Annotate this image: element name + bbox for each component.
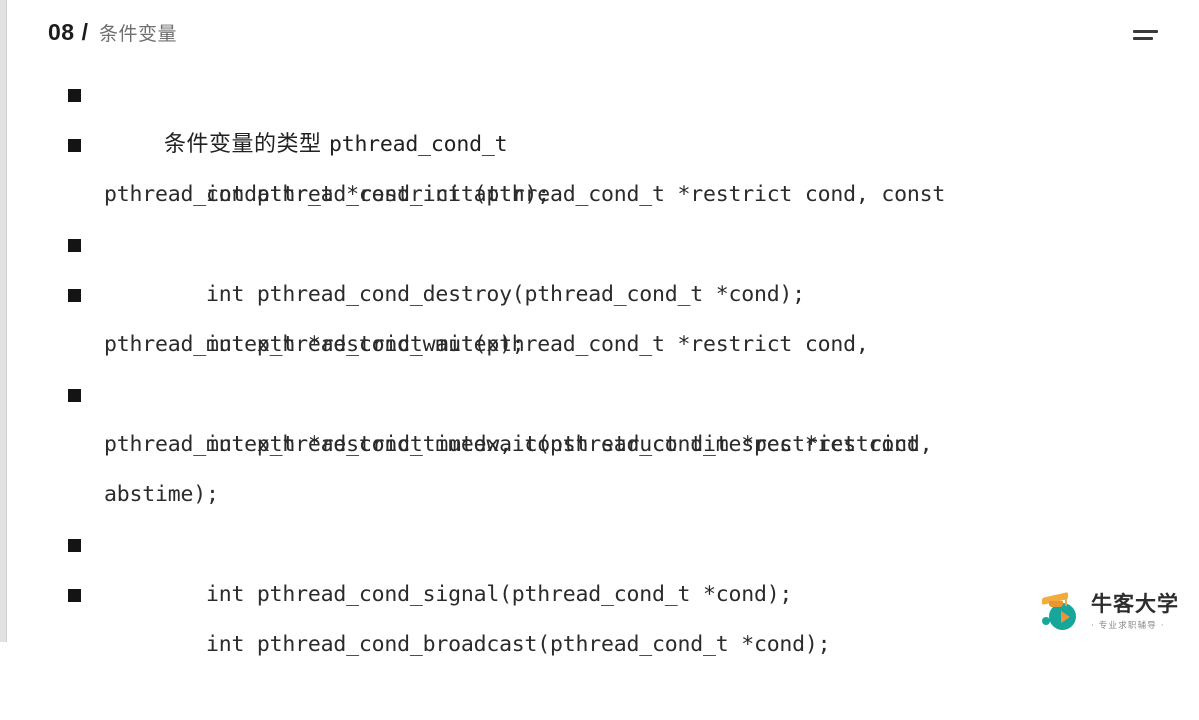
bullet-line: 条件变量的类型 pthread_cond_t (0, 70, 1199, 157)
square-bullet-icon (68, 289, 81, 302)
bullet-line: int pthread_cond_init(pthread_cond_t *re… (0, 120, 1199, 207)
bullet-continuation-line: pthread_condattr_t *restrict attr); (104, 182, 551, 207)
bullet-text: int pthread_cond_wait(pthread_cond_t *re… (205, 332, 869, 357)
bullet-list: 条件变量的类型 pthread_cond_t int pthread_cond_… (0, 70, 1199, 657)
bullet-text: int pthread_cond_broadcast(pthread_cond_… (205, 632, 831, 657)
list-item: 条件变量的类型 pthread_cond_t (0, 70, 1199, 157)
list-item: int pthread_cond_timedwait(pthread_cond_… (0, 370, 1199, 520)
square-bullet-icon (68, 539, 81, 552)
list-item: int pthread_cond_wait(pthread_cond_t *re… (0, 270, 1199, 370)
bullet-continuation-line: abstime); (104, 482, 219, 507)
bullet-text-mono: pthread_cond_t (328, 132, 508, 157)
bullet-text: int pthread_cond_destroy(pthread_cond_t … (205, 282, 805, 307)
list-item: int pthread_cond_broadcast(pthread_cond_… (0, 570, 1199, 657)
page-title: 08 / 条件变量 (48, 19, 177, 46)
hamburger-icon[interactable] (1131, 28, 1161, 42)
left-edge-gutter (0, 0, 7, 642)
section-number: 08 (48, 19, 75, 45)
square-bullet-icon (68, 89, 81, 102)
bullet-continuation-line: pthread_mutex_t *restrict mutex, const s… (104, 432, 920, 457)
brand-name: 牛客大学 (1091, 592, 1179, 617)
section-subject: 条件变量 (98, 23, 177, 45)
cap-tassel (1065, 596, 1067, 606)
bullet-line: int pthread_cond_wait(pthread_cond_t *re… (0, 270, 1199, 357)
bullet-line: int pthread_cond_destroy(pthread_cond_t … (0, 220, 1199, 307)
title-separator: / (81, 19, 88, 45)
bullet-text: int pthread_cond_timedwait(pthread_cond_… (205, 432, 933, 457)
bullet-text: int pthread_cond_signal(pthread_cond_t *… (205, 582, 793, 607)
slide-header: 08 / 条件变量 (0, 0, 1199, 70)
hamburger-bar-bottom (1133, 37, 1153, 40)
brand-text-block: 牛客大学 · 专业求职辅导 · (1091, 593, 1179, 630)
bullet-line: int pthread_cond_broadcast(pthread_cond_… (0, 570, 1199, 657)
square-bullet-icon (68, 239, 81, 252)
brand-logo: 牛客大学 · 专业求职辅导 · (1040, 588, 1190, 636)
list-item: int pthread_cond_signal(pthread_cond_t *… (0, 520, 1199, 607)
square-bullet-icon (68, 389, 81, 402)
hamburger-bar-top (1133, 30, 1158, 33)
cap-base (1049, 601, 1063, 607)
play-triangle-icon (1061, 611, 1070, 623)
brand-tagline: · 专业求职辅导 · (1091, 620, 1165, 631)
bullet-continuation-line: pthread_mutex_t *restrict mutex); (104, 332, 525, 357)
slide-canvas: 08 / 条件变量 条件变量的类型 pthread_cond_t int pth… (0, 0, 1199, 657)
graduation-cap-icon (1042, 591, 1070, 607)
graduation-cap-play-icon (1040, 590, 1086, 634)
bullet-text: int pthread_cond_init(pthread_cond_t *re… (205, 182, 946, 207)
bullet-text-cjk: 条件变量的类型 (163, 132, 329, 157)
square-bullet-icon (68, 139, 81, 152)
bullet-line: int pthread_cond_timedwait(pthread_cond_… (0, 370, 1199, 457)
bullet-line: int pthread_cond_signal(pthread_cond_t *… (0, 520, 1199, 607)
list-item: int pthread_cond_init(pthread_cond_t *re… (0, 120, 1199, 220)
logo-accent-dot (1042, 617, 1050, 625)
list-item: int pthread_cond_destroy(pthread_cond_t … (0, 220, 1199, 307)
square-bullet-icon (68, 589, 81, 602)
